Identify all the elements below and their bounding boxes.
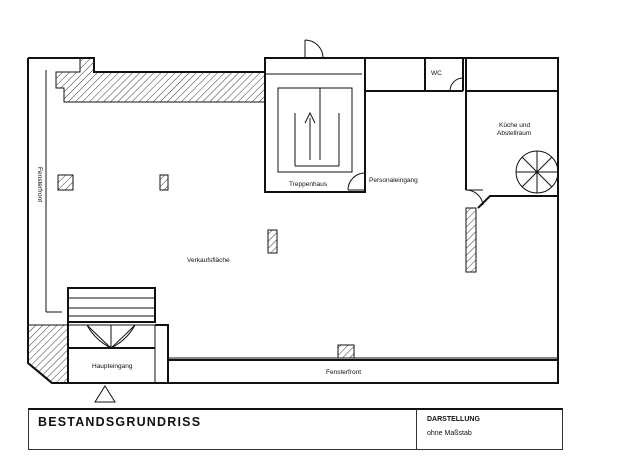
label-verkaufsflaeche: Verkaufsfläche xyxy=(187,257,230,264)
title-block xyxy=(28,408,563,450)
label-wc: WC xyxy=(431,70,442,77)
label-personaleingang: Personaleingang xyxy=(369,177,418,184)
wc-door-icon xyxy=(449,77,464,92)
column xyxy=(57,174,74,191)
drawing-title: BESTANDSGRUNDRISS xyxy=(38,415,202,429)
kitchen-hatched-wall xyxy=(465,207,477,273)
outer-walls xyxy=(27,57,559,384)
drawing-scale: ohne Maßstab xyxy=(427,430,472,437)
wc-room xyxy=(365,58,464,92)
revolving-door-icon xyxy=(86,324,136,349)
kitchen-door-icon xyxy=(465,189,484,206)
label-kueche-line2: Abstellraum xyxy=(497,130,531,137)
top-door-icon xyxy=(304,39,324,59)
stairwell xyxy=(264,57,366,193)
title-divider xyxy=(416,409,417,449)
label-kueche-line1: Küche und xyxy=(499,122,530,129)
top-hatched-wall xyxy=(55,57,266,103)
drawing-subtitle: DARSTELLUNG xyxy=(427,416,480,423)
column xyxy=(337,344,355,359)
label-treppenhaus: Treppenhaus xyxy=(289,181,328,188)
columns xyxy=(57,174,355,359)
left-window-front xyxy=(45,70,62,313)
column xyxy=(267,229,278,254)
spiral-staircase-icon xyxy=(515,150,559,194)
column xyxy=(159,174,169,191)
entrance-arrow-icon xyxy=(94,385,116,403)
kitchen-walls xyxy=(465,58,558,209)
staff-door-icon xyxy=(347,172,366,191)
label-fensterfront-left: Fensterfront xyxy=(36,167,43,202)
label-fensterfront-bottom: Fensterfront xyxy=(326,369,361,376)
label-haupteingang: Haupteingang xyxy=(92,363,133,370)
corner-hatched-wall xyxy=(27,324,69,384)
